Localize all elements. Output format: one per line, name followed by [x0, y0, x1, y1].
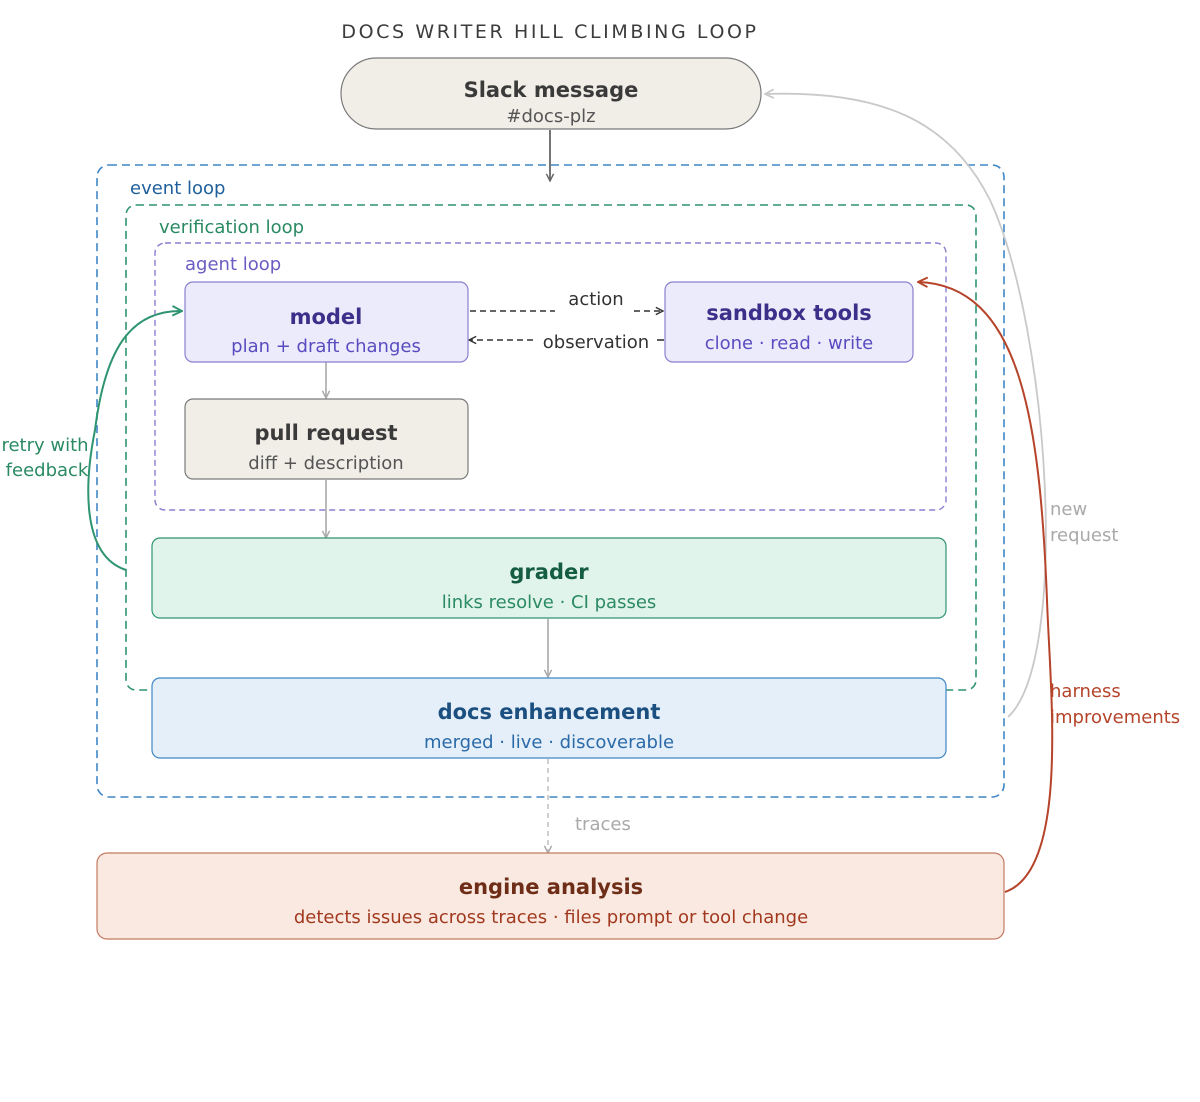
traces-label: traces — [575, 814, 631, 835]
verification-loop-label: verification loop — [159, 217, 304, 238]
docs-enhancement-subtitle: merged · live · discoverable — [424, 732, 674, 753]
slack-message-subtitle: #docs-plz — [506, 106, 595, 127]
model-title: model — [290, 305, 363, 329]
pull-request-node: pull request diff + description — [184, 398, 469, 480]
engine-analysis-title: engine analysis — [459, 875, 643, 899]
new-request-label-line2: request — [1050, 525, 1118, 546]
model-subtitle: plan + draft changes — [231, 336, 421, 357]
slack-message-node: Slack message #docs-plz — [340, 57, 762, 130]
harness-label-line2: improvements — [1050, 707, 1180, 728]
docs-enhancement-title: docs enhancement — [438, 700, 661, 724]
observation-label: observation — [543, 332, 649, 353]
agent-loop-label: agent loop — [185, 254, 281, 275]
grader-subtitle: links resolve · CI passes — [442, 592, 657, 613]
docs-enhancement-node: docs enhancement merged · live · discove… — [151, 677, 947, 759]
slack-message-title: Slack message — [464, 78, 639, 102]
agent-loop-region — [154, 242, 947, 511]
grader-node: grader links resolve · CI passes — [151, 537, 947, 619]
model-node: model plan + draft changes — [184, 281, 469, 363]
new-request-arrow — [765, 94, 1047, 718]
retry-label-line2: feedback — [6, 460, 89, 481]
new-request-label-line1: new — [1050, 499, 1087, 520]
harness-improvements-arrow — [918, 282, 1054, 893]
pull-request-subtitle: diff + description — [248, 453, 403, 474]
action-label: action — [568, 289, 623, 310]
sandbox-tools-subtitle: clone · read · write — [705, 333, 874, 354]
engine-analysis-subtitle: detects issues across traces · files pro… — [294, 907, 808, 928]
pull-request-title: pull request — [254, 421, 397, 445]
event-loop-region — [96, 164, 1005, 798]
harness-label-line1: harness — [1050, 681, 1121, 702]
sandbox-tools-node: sandbox tools clone · read · write — [664, 281, 914, 363]
retry-feedback-arrow — [87, 311, 182, 571]
engine-analysis-node: engine analysis detects issues across tr… — [96, 852, 1005, 940]
diagram-title: DOCS WRITER HILL CLIMBING LOOP — [341, 21, 758, 43]
grader-title: grader — [509, 560, 589, 584]
retry-label-line1: retry with — [1, 435, 88, 456]
sandbox-tools-title: sandbox tools — [706, 301, 872, 325]
event-loop-label: event loop — [130, 178, 225, 199]
